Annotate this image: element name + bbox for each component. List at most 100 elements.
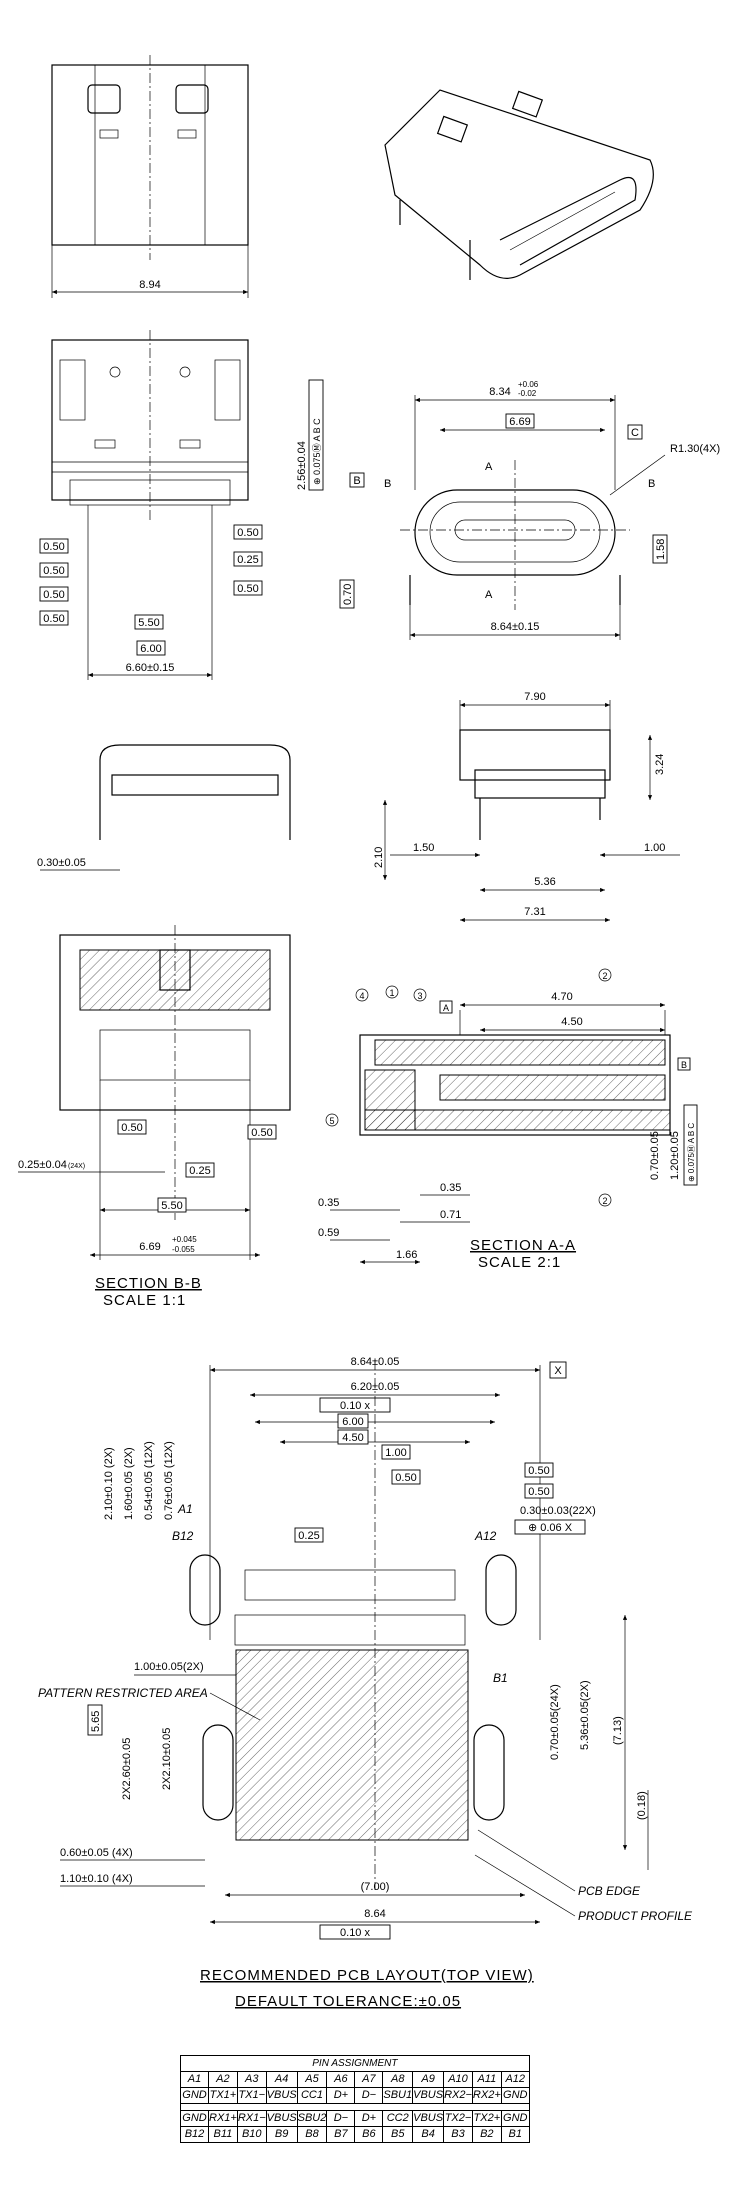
svg-text:PATTERN RESTRICTED AREA: PATTERN RESTRICTED AREA (38, 1686, 208, 1700)
rear-view: 0.30±0.05 (37, 744, 291, 871)
svg-text:2.10±0.10 (2X): 2.10±0.10 (2X) (103, 1447, 115, 1520)
svg-text:+0.06: +0.06 (518, 380, 539, 389)
svg-text:2: 2 (602, 1196, 607, 1206)
svg-text:B: B (681, 1060, 687, 1070)
svg-text:5.36: 5.36 (534, 876, 555, 888)
svg-text:C: C (631, 427, 639, 439)
pcb-tolerance: DEFAULT TOLERANCE:±0.05 (235, 1993, 461, 2010)
svg-text:1.66: 1.66 (396, 1249, 417, 1261)
dim-width: 8.94 (139, 279, 160, 291)
svg-text:⊕ 0.075Ⓜ A B C: ⊕ 0.075Ⓜ A B C (312, 418, 322, 485)
pcb-title: RECOMMENDED PCB LAYOUT(TOP VIEW) (200, 1967, 534, 1984)
svg-text:0.70±0.05: 0.70±0.05 (649, 1131, 661, 1180)
svg-text:1.50: 1.50 (413, 842, 434, 854)
svg-text:2.56±0.04: 2.56±0.04 (296, 441, 308, 490)
svg-text:4: 4 (359, 991, 364, 1001)
svg-text:0.50: 0.50 (121, 1122, 142, 1134)
svg-text:PCB EDGE: PCB EDGE (578, 1884, 641, 1898)
svg-text:0.71: 0.71 (440, 1209, 461, 1221)
svg-text:0.50: 0.50 (43, 613, 64, 625)
front-view: 8.94 (51, 55, 249, 298)
svg-text:0.50: 0.50 (43, 589, 64, 601)
svg-text:0.50: 0.50 (237, 527, 258, 539)
svg-text:7.90: 7.90 (524, 691, 545, 703)
svg-text:0.25±0.04: 0.25±0.04 (18, 1159, 67, 1171)
svg-text:2: 2 (602, 971, 607, 981)
svg-text:⊕ 0.075Ⓜ A B C: ⊕ 0.075Ⓜ A B C (687, 1123, 696, 1182)
svg-text:A: A (443, 1003, 449, 1013)
svg-text:⊕ 0.06 X: ⊕ 0.06 X (528, 1522, 573, 1534)
svg-text:6.69: 6.69 (139, 1241, 160, 1253)
svg-text:4.70: 4.70 (551, 991, 572, 1003)
svg-text:8.64: 8.64 (364, 1908, 385, 1920)
svg-text:0.50: 0.50 (528, 1486, 549, 1498)
svg-text:B: B (384, 478, 391, 490)
svg-text:7.31: 7.31 (524, 906, 545, 918)
section-aa: 4.70 4.50 A B 1 2 3 4 5 2 0.35 0.35 0.59… (318, 968, 698, 1271)
svg-text:0.25: 0.25 (298, 1530, 319, 1542)
svg-text:+0.045: +0.045 (172, 1235, 197, 1244)
svg-text:0.25: 0.25 (237, 554, 258, 566)
svg-text:0.50: 0.50 (251, 1127, 272, 1139)
pcb-layout: 8.64±0.05 X 6.20±0.05 0.10 x 6.00 4.50 1… (38, 1356, 693, 2010)
svg-text:B12: B12 (172, 1529, 194, 1543)
section-title: SECTION B-B (95, 1275, 202, 1292)
svg-text:-0.02: -0.02 (518, 389, 537, 398)
svg-text:4.50: 4.50 (342, 1432, 363, 1444)
svg-text:0.60±0.05 (4X): 0.60±0.05 (4X) (60, 1847, 133, 1859)
svg-text:X: X (554, 1365, 562, 1377)
svg-text:0.54±0.05 (12X): 0.54±0.05 (12X) (143, 1441, 155, 1520)
svg-text:5.50: 5.50 (138, 617, 159, 629)
bottom-view: 6.60±0.15 6.00 5.50 0.50 0.50 0.50 0.25 … (39, 330, 263, 680)
svg-text:1: 1 (389, 988, 394, 998)
svg-text:(24X): (24X) (68, 1163, 85, 1170)
svg-text:1.10±0.10 (4X): 1.10±0.10 (4X) (60, 1873, 133, 1885)
isometric-view (384, 89, 654, 280)
svg-text:0.50: 0.50 (528, 1465, 549, 1477)
svg-text:6.00: 6.00 (140, 643, 161, 655)
svg-text:A1: A1 (177, 1502, 193, 1516)
mating-face-view: 8.34 +0.06 -0.02 6.69 C B R1.30(4X) 2.56… (296, 379, 720, 640)
svg-text:3.24: 3.24 (654, 754, 666, 775)
svg-text:1.00±0.05(2X): 1.00±0.05(2X) (134, 1661, 204, 1673)
svg-text:2.10: 2.10 (373, 847, 385, 868)
svg-text:A: A (485, 461, 493, 473)
svg-text:0.76±0.05 (12X): 0.76±0.05 (12X) (163, 1441, 175, 1520)
section-scale: SCALE 1:1 (103, 1292, 186, 1309)
svg-text:6.00: 6.00 (342, 1416, 363, 1428)
svg-text:8.34: 8.34 (489, 386, 510, 398)
svg-text:0.50: 0.50 (237, 583, 258, 595)
svg-text:(7.13): (7.13) (612, 1716, 624, 1745)
svg-text:2X2.10±0.05: 2X2.10±0.05 (161, 1728, 173, 1790)
svg-text:3: 3 (417, 991, 422, 1001)
pad-row-top (244, 1569, 456, 1601)
svg-text:5.65: 5.65 (90, 1711, 102, 1732)
svg-text:2X2.60±0.05: 2X2.60±0.05 (121, 1738, 133, 1800)
svg-text:(0.18): (0.18) (636, 1791, 648, 1820)
svg-text:6.69: 6.69 (509, 416, 530, 428)
svg-text:5.36±0.05(2X): 5.36±0.05(2X) (579, 1680, 591, 1750)
svg-text:R1.30(4X): R1.30(4X) (670, 443, 720, 455)
svg-text:B1: B1 (493, 1671, 508, 1685)
pin-table-title: PIN ASSIGNMENT (180, 2055, 530, 2072)
svg-text:A12: A12 (474, 1529, 497, 1543)
svg-text:0.10 x: 0.10 x (340, 1927, 370, 1939)
pin-row (69, 479, 231, 506)
section-title: SECTION A-A (470, 1237, 576, 1254)
svg-text:0.70±0.05(24X): 0.70±0.05(24X) (549, 1684, 561, 1760)
svg-text:-0.055: -0.055 (172, 1245, 195, 1254)
dim-660: 6.60±0.15 (126, 662, 175, 674)
svg-text:1.00: 1.00 (385, 1447, 406, 1459)
svg-text:0.30±0.05: 0.30±0.05 (37, 857, 86, 869)
svg-text:0.70: 0.70 (342, 584, 354, 605)
svg-text:1.00: 1.00 (644, 842, 665, 854)
svg-text:0.25: 0.25 (189, 1165, 210, 1177)
svg-text:0.30±0.03(22X): 0.30±0.03(22X) (520, 1505, 596, 1517)
svg-text:0.50: 0.50 (395, 1472, 416, 1484)
pad-row-bottom (234, 1614, 466, 1646)
svg-text:0.35: 0.35 (318, 1197, 339, 1209)
